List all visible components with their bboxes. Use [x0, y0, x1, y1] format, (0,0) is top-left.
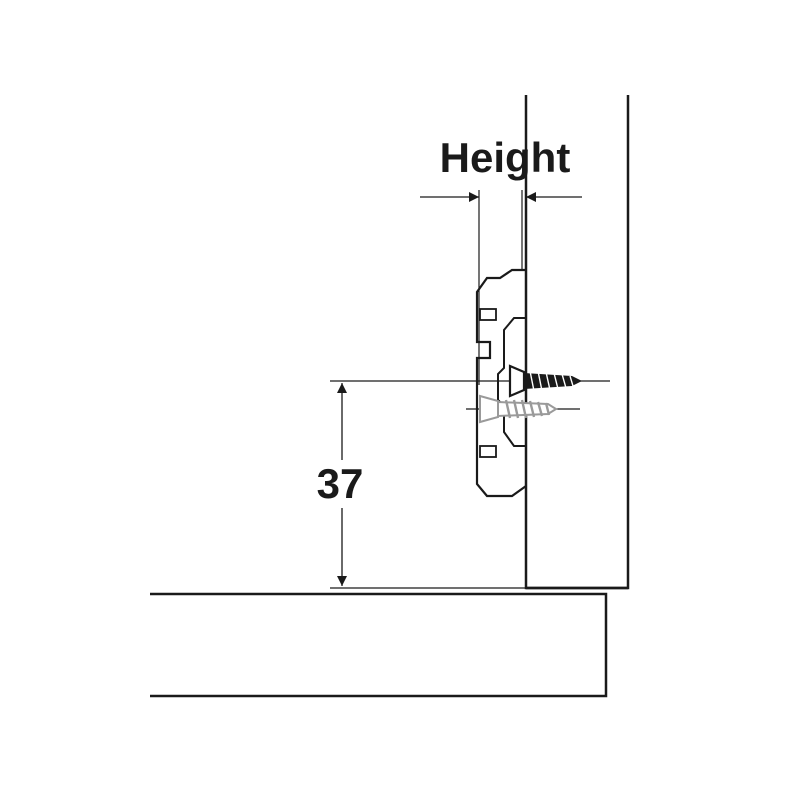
screw-back-icon [466, 394, 580, 424]
height-label: Height [440, 134, 571, 181]
dimension-37-label: 37 [317, 460, 364, 507]
plate-tab-lower [479, 445, 497, 458]
mounting-plate-groove [497, 317, 526, 447]
mounting-plate [475, 268, 527, 498]
door-panel [150, 592, 608, 698]
plate-tab-upper [479, 308, 497, 321]
screw-front-icon [330, 364, 610, 398]
